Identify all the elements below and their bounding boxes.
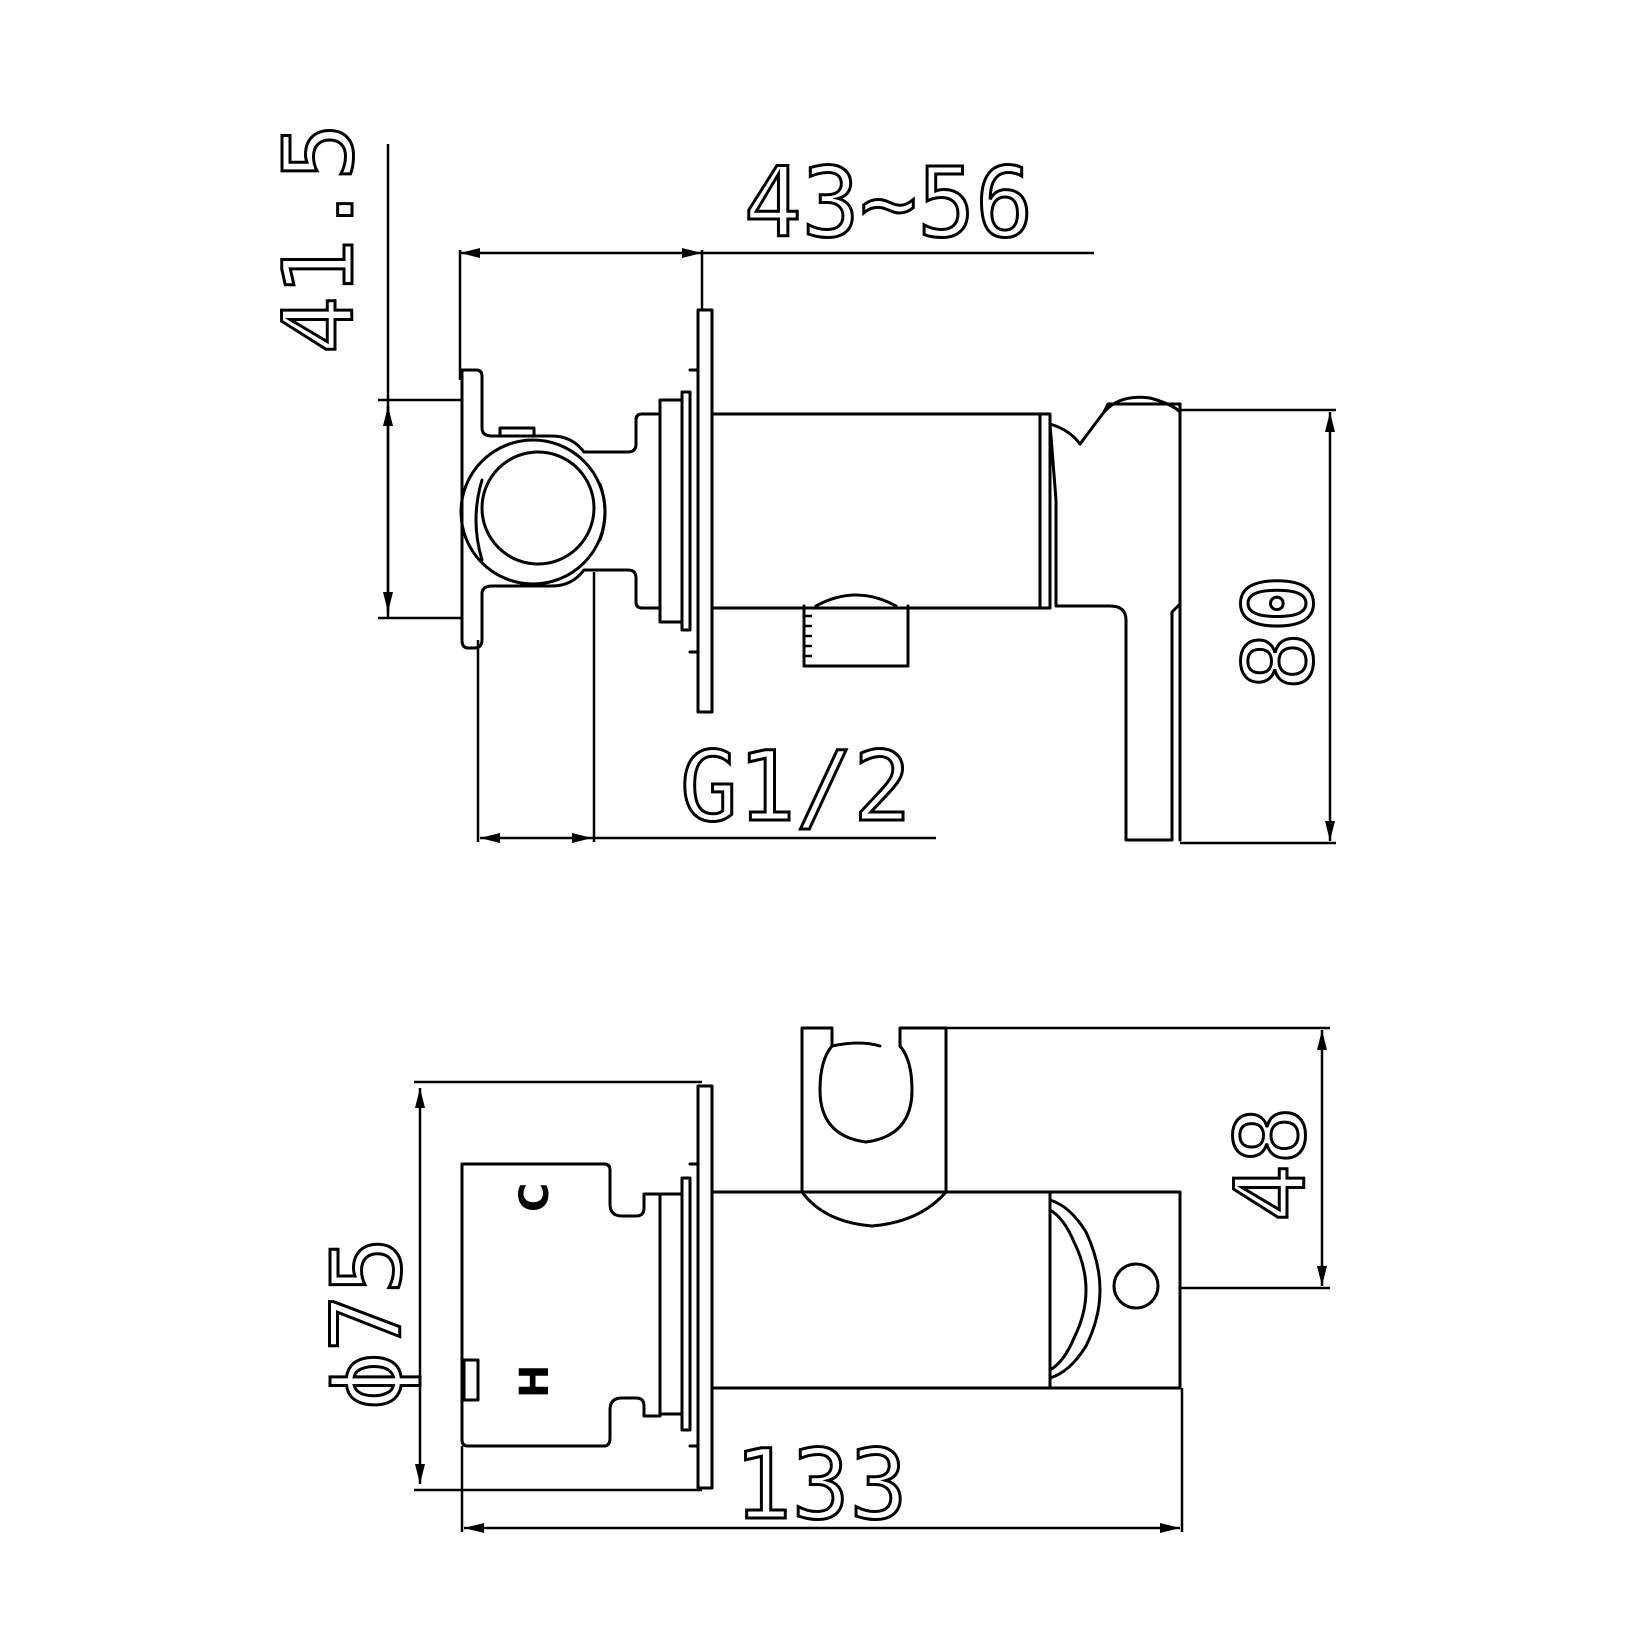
front-escutcheon: [696, 1084, 714, 1490]
top-outlet-thread: [802, 593, 910, 668]
front-screw-icon: [1112, 1262, 1160, 1310]
front-wall-plate: [460, 1162, 662, 1448]
dim-height: 80: [1223, 574, 1335, 690]
hot-mark: H: [512, 1365, 558, 1398]
top-lever-handle: [1048, 402, 1182, 842]
top-holder-clip-2: [598, 482, 607, 542]
dim-offset: 41.5: [263, 123, 375, 354]
top-escutcheon: [696, 308, 714, 714]
cold-mark: C: [512, 1183, 558, 1212]
top-valve-body: [710, 412, 1052, 610]
top-flange-ring: [658, 398, 684, 624]
dim-length: 133: [734, 1429, 907, 1541]
dim-holder-height: 48: [1215, 1106, 1327, 1222]
front-lever-cap: [1048, 1190, 1182, 1390]
top-holder-clip: [474, 478, 484, 562]
dim-plate-diameter: ϕ75: [311, 1237, 423, 1410]
front-lever-curve: [1048, 1198, 1102, 1380]
top-flange-plate: [680, 390, 692, 632]
dim-thread: G1/2: [680, 731, 911, 843]
top-view: 43~56 41.5 80 G1/2: [262, 121, 1337, 844]
dim-depth-range: 43~56: [744, 147, 1033, 259]
front-flange-ring: [658, 1192, 684, 1416]
front-flange-plate: [680, 1176, 692, 1432]
front-view: C H ϕ75 133 48: [310, 1026, 1330, 1543]
top-holder-inner: [480, 450, 596, 566]
top-holder-slot: [498, 426, 536, 438]
front-holder: [800, 1026, 948, 1228]
top-wall-plate: [460, 368, 662, 650]
hot-indicator-bar: [462, 1358, 480, 1402]
front-valve-body: [710, 1190, 1052, 1390]
